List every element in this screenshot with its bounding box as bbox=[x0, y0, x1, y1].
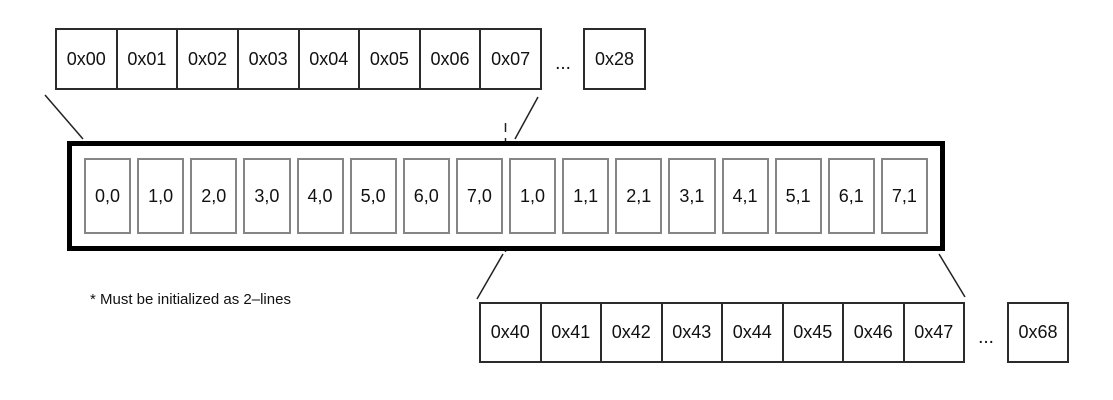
display-cell: 6,1 bbox=[827, 158, 875, 234]
display-cell: 1,1 bbox=[562, 158, 610, 234]
display-cell: 3,0 bbox=[243, 158, 291, 234]
display-cell: 7,1 bbox=[880, 158, 928, 234]
display-cell: 1,0 bbox=[137, 158, 185, 234]
connector-top-right-line bbox=[514, 96, 539, 140]
display-cell: 0,0 bbox=[84, 158, 132, 234]
address-cell: 0x05 bbox=[360, 30, 421, 88]
display-cell: 7,0 bbox=[455, 158, 503, 234]
address-cell: 0x06 bbox=[421, 30, 482, 88]
display-cell: 6,0 bbox=[402, 158, 450, 234]
connector-bottom-left-line bbox=[476, 253, 504, 300]
address-cell: 0x04 bbox=[300, 30, 361, 88]
last-address-cell-line2: 0x68 bbox=[1007, 302, 1069, 363]
address-cell: 0x40 bbox=[481, 304, 542, 361]
address-cell: 0x47 bbox=[914, 322, 954, 342]
address-cell: 0x00 bbox=[57, 30, 118, 88]
address-cell: 0x43 bbox=[663, 304, 723, 361]
display-cell: 4,0 bbox=[296, 158, 344, 234]
address-cell: 0x46 bbox=[844, 304, 905, 361]
connector-top-left-line bbox=[44, 94, 84, 140]
last-address-cell-line1: 0x28 bbox=[583, 28, 646, 90]
connector-bottom-right-line bbox=[938, 253, 966, 298]
address-cell: 0x44 bbox=[723, 304, 784, 361]
address-cell: 0x42 bbox=[602, 304, 663, 361]
display-cell: 2,0 bbox=[190, 158, 238, 234]
display-cell: 3,1 bbox=[668, 158, 716, 234]
address-cell: 0x02 bbox=[178, 30, 239, 88]
address-cell: 0x45 bbox=[784, 304, 844, 361]
display-cell: 5,1 bbox=[774, 158, 822, 234]
footnote-text: * Must be initialized as 2–lines bbox=[90, 291, 291, 308]
address-cell: 0x03 bbox=[239, 30, 300, 88]
address-cell: 0x01 bbox=[118, 30, 179, 88]
display-cell: 4,1 bbox=[721, 158, 769, 234]
address-cell: 0x07 bbox=[491, 48, 531, 69]
address-cell: 0x41 bbox=[542, 304, 602, 361]
display-cell: 1,0 bbox=[509, 158, 557, 234]
display-cell: 2,1 bbox=[615, 158, 663, 234]
display-cell: 5,0 bbox=[349, 158, 397, 234]
ellipsis-line2: ... bbox=[978, 326, 994, 348]
ellipsis-line1: ... bbox=[555, 53, 571, 74]
